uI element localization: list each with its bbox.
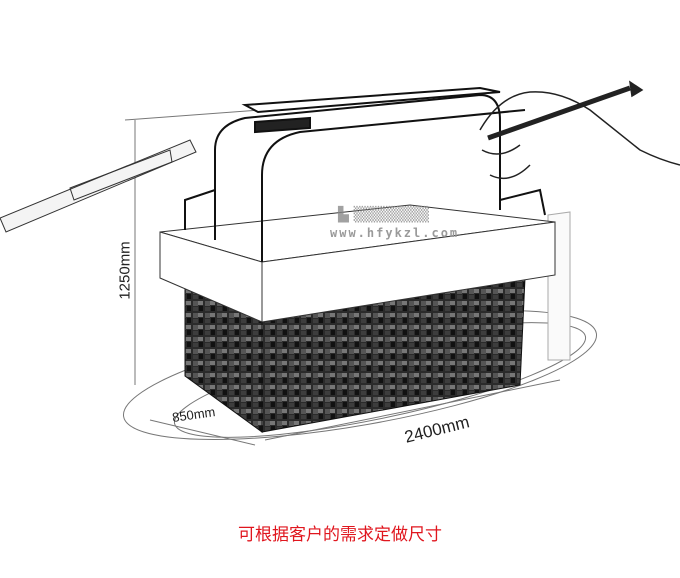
- hand-pencil-icon: [479, 80, 680, 180]
- custom-size-caption: 可根据客户的需求定做尺寸: [238, 525, 442, 545]
- height-dimension-label: 1250mm: [116, 241, 134, 300]
- watermark-url: www.hfykzl.com: [330, 226, 460, 240]
- ruler-icon: [0, 139, 197, 233]
- watermark-logo: ▙ ▒▒▒▒▒▒▒: [338, 207, 430, 223]
- sneeze-guard: [184, 86, 546, 262]
- counter-slab-front: [261, 221, 556, 323]
